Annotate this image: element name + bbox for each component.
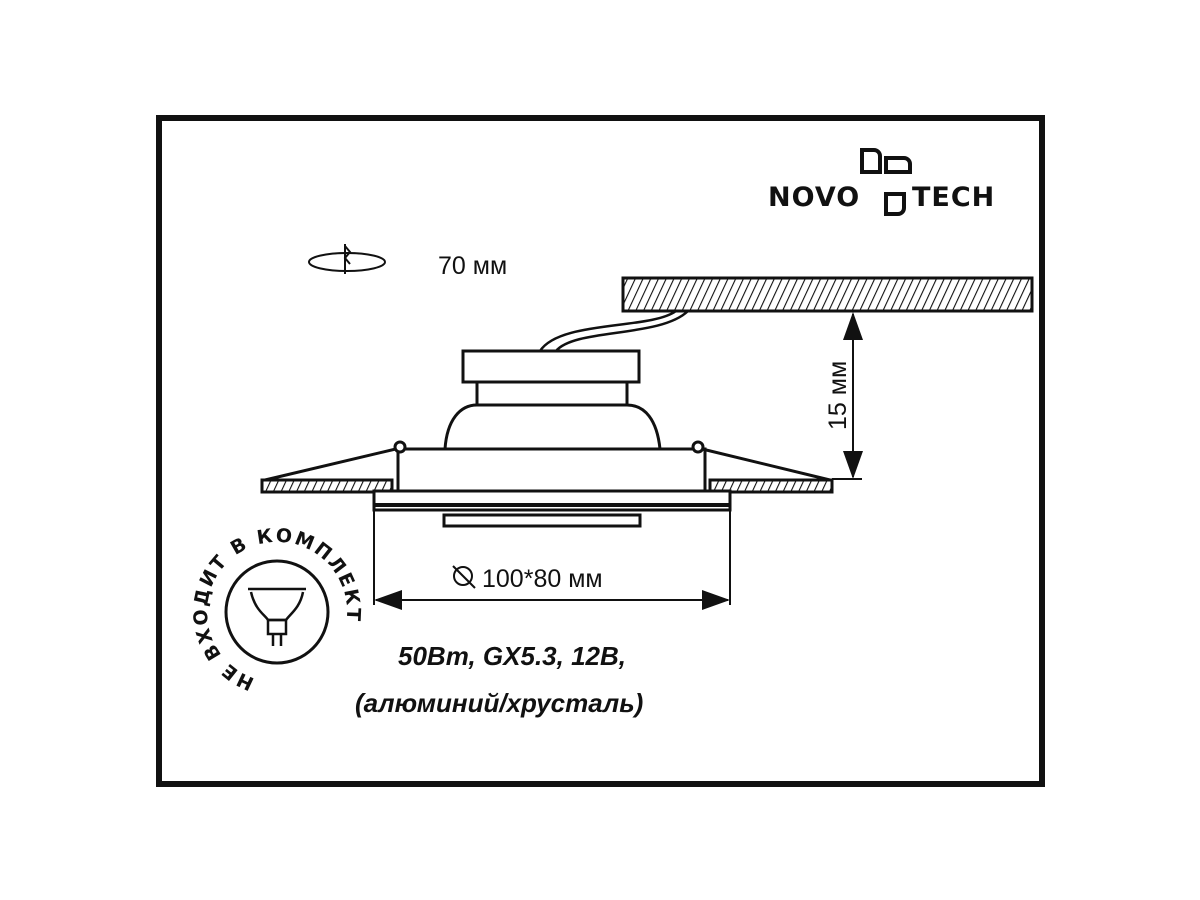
novotech-logo: NOVO TECH [768, 148, 995, 216]
lamp-not-included-badge: НЕ ВХОДИТ В КОМПЛЕКТ [190, 525, 365, 695]
cutout-label: 70 мм [438, 252, 507, 280]
badge-text: НЕ ВХОДИТ В КОМПЛЕКТ [190, 525, 365, 695]
ceiling-slab [621, 276, 1034, 313]
logo-text-right: TECH [912, 182, 995, 213]
specs-line-2: (алюминий/хрусталь) [355, 688, 643, 718]
lamp-icon [248, 587, 306, 646]
size-label: 100*80 мм [482, 565, 603, 593]
size-dimension [373, 510, 731, 610]
fixture-body [260, 349, 834, 528]
specs-line-1: 50Вт, GX5.3, 12В, [398, 641, 626, 671]
depth-label: 15 мм [824, 361, 852, 430]
cable [538, 309, 689, 352]
cutout-icon [308, 244, 386, 274]
logo-text-left: NOVO [768, 182, 860, 213]
frame-border [156, 115, 1045, 787]
depth-dimension [832, 312, 863, 480]
diameter-icon [452, 565, 476, 589]
